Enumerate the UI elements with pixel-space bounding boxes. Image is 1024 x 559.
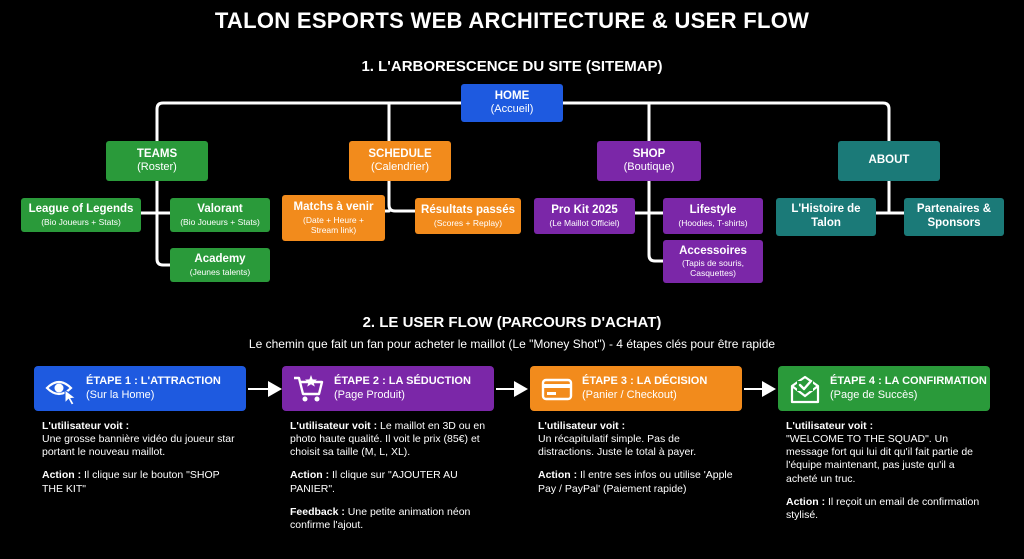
partenaires-node: Partenaires & Sponsors bbox=[904, 198, 1004, 236]
partenaires-title: Partenaires & Sponsors bbox=[916, 203, 992, 229]
voit-label: L'utilisateur voit : bbox=[786, 420, 874, 432]
page-title: TALON ESPORTS WEB ARCHITECTURE & USER FL… bbox=[214, 8, 810, 33]
prokit-title: Pro Kit 2025 bbox=[551, 204, 618, 217]
resultats-node: Résultats passés (Scores + Replay) bbox=[415, 198, 521, 234]
step-1-details: L'utilisateur voit : Une grosse bannière… bbox=[42, 420, 238, 506]
histoire-title: L'Histoire de Talon bbox=[791, 203, 861, 229]
lol-node: League of Legends (Bio Joueurs + Stats) bbox=[21, 198, 141, 232]
valorant-sub: (Bio Joueurs + Stats) bbox=[180, 216, 260, 227]
action-text: Il reçoit un email de confirmation styli… bbox=[786, 495, 980, 521]
voit-text: Un récapitulatif simple. Pas de distract… bbox=[538, 433, 697, 459]
userflow-heading: 2. LE USER FLOW (PARCOURS D'ACHAT) bbox=[362, 314, 662, 331]
action-text: Il clique sur "AJOUTER AU PANIER". bbox=[290, 469, 458, 495]
action-text: Il clique sur le bouton "SHOP THE KIT" bbox=[42, 469, 220, 495]
academy-title: Academy bbox=[194, 253, 246, 266]
accessoires-node: Accessoires (Tapis de souris, Casquettes… bbox=[663, 240, 763, 283]
userflow-subtitle: Le chemin que fait un fan pour acheter l… bbox=[248, 337, 776, 351]
about-title: ABOUT bbox=[868, 154, 910, 167]
action-label: Action : bbox=[786, 495, 826, 508]
schedule-node: SCHEDULE (Calendrier) bbox=[349, 141, 451, 181]
prokit-sub: (Le Maillot Officiel) bbox=[549, 217, 620, 228]
step-1-sub: (Sur la Home) bbox=[86, 388, 155, 401]
step-2-title: ÉTAPE 2 : LA SÉDUCTION bbox=[334, 375, 471, 388]
cart-star-icon bbox=[294, 374, 324, 401]
step-4-sub: (Page de Succès) bbox=[830, 388, 918, 401]
resultats-sub: (Scores + Replay) bbox=[433, 217, 503, 228]
accessoires-title: Accessoires bbox=[679, 244, 747, 257]
home-sub: (Accueil) bbox=[490, 103, 534, 116]
step-2-sub: (Page Produit) bbox=[334, 388, 405, 401]
matchs-node: Matchs à venir (Date + Heure + Stream li… bbox=[282, 195, 385, 241]
step-3: ÉTAPE 3 : LA DÉCISION (Panier / Checkout… bbox=[530, 366, 742, 411]
step-3-title: ÉTAPE 3 : LA DÉCISION bbox=[582, 375, 708, 388]
prokit-node: Pro Kit 2025 (Le Maillot Officiel) bbox=[534, 198, 635, 234]
accessoires-sub: (Tapis de souris, Casquettes) bbox=[682, 258, 744, 279]
step-4-title: ÉTAPE 4 : LA CONFIRMATION bbox=[830, 375, 987, 388]
valorant-title: Valorant bbox=[197, 203, 243, 216]
eye-cursor-icon bbox=[45, 380, 77, 406]
teams-title: TEAMS bbox=[136, 147, 178, 160]
lifestyle-sub: (Hoodies, T-shirts) bbox=[678, 217, 748, 228]
matchs-sub: (Date + Heure + Stream link) bbox=[303, 214, 364, 235]
step-4: ÉTAPE 4 : LA CONFIRMATION (Page de Succè… bbox=[778, 366, 990, 411]
shop-node: SHOP (Boutique) bbox=[597, 141, 701, 181]
step-4-details: L'utilisateur voit : "WELCOME TO THE SQU… bbox=[786, 420, 982, 532]
step-3-details: L'utilisateur voit : Un récapitulatif si… bbox=[538, 420, 738, 506]
schedule-title: SCHEDULE bbox=[368, 147, 432, 160]
voit-text: Le maillot en 3D ou en photo haute quali… bbox=[290, 420, 486, 459]
credit-card-icon bbox=[541, 378, 573, 400]
voit-label: L'utilisateur voit : bbox=[290, 420, 378, 432]
histoire-node: L'Histoire de Talon bbox=[776, 198, 876, 236]
academy-sub: (Jeunes talents) bbox=[189, 266, 251, 277]
teams-node: TEAMS (Roster) bbox=[106, 141, 208, 181]
voit-label: L'utilisateur voit : bbox=[538, 420, 626, 432]
action-text: Il entre ses infos ou utilise 'Apple Pay… bbox=[538, 469, 733, 495]
schedule-sub: (Calendrier) bbox=[370, 161, 430, 174]
shop-title: SHOP bbox=[632, 147, 666, 160]
action-label: Action : bbox=[538, 469, 578, 482]
valorant-node: Valorant (Bio Joueurs + Stats) bbox=[170, 198, 270, 232]
lifestyle-title: Lifestyle bbox=[689, 204, 737, 217]
action-label: Action : bbox=[290, 469, 330, 482]
sitemap-heading: 1. L'ARBORESCENCE DU SITE (SITEMAP) bbox=[361, 58, 663, 75]
academy-node: Academy (Jeunes talents) bbox=[170, 248, 270, 282]
teams-sub: (Roster) bbox=[137, 161, 177, 174]
voit-label: L'utilisateur voit : bbox=[42, 420, 130, 432]
lol-sub: (Bio Joueurs + Stats) bbox=[41, 216, 121, 227]
lifestyle-node: Lifestyle (Hoodies, T-shirts) bbox=[663, 198, 763, 234]
step-1-title: ÉTAPE 1 : L'ATTRACTION bbox=[86, 375, 221, 388]
step-2: ÉTAPE 2 : LA SÉDUCTION (Page Produit) bbox=[282, 366, 494, 411]
matchs-title: Matchs à venir bbox=[293, 201, 374, 214]
about-node: ABOUT bbox=[838, 141, 940, 181]
lol-title: League of Legends bbox=[28, 203, 134, 216]
home-node: HOME (Accueil) bbox=[461, 84, 563, 122]
envelope-check-icon bbox=[790, 375, 820, 403]
voit-text: "WELCOME TO THE SQUAD". Un message fort … bbox=[786, 433, 974, 485]
action-label: Action : bbox=[42, 469, 82, 482]
step-2-details: L'utilisateur voit : Le maillot en 3D ou… bbox=[290, 420, 486, 542]
step-1: ÉTAPE 1 : L'ATTRACTION (Sur la Home) bbox=[34, 366, 246, 411]
home-title: HOME bbox=[494, 89, 530, 102]
feedback-label: Feedback : bbox=[290, 505, 345, 518]
voit-text: Une grosse bannière vidéo du joueur star… bbox=[42, 433, 235, 459]
resultats-title: Résultats passés bbox=[421, 204, 515, 217]
step-3-sub: (Panier / Checkout) bbox=[582, 388, 677, 401]
feedback-text: Une petite animation néon confirme l'ajo… bbox=[290, 505, 471, 531]
shop-sub: (Boutique) bbox=[623, 161, 675, 174]
